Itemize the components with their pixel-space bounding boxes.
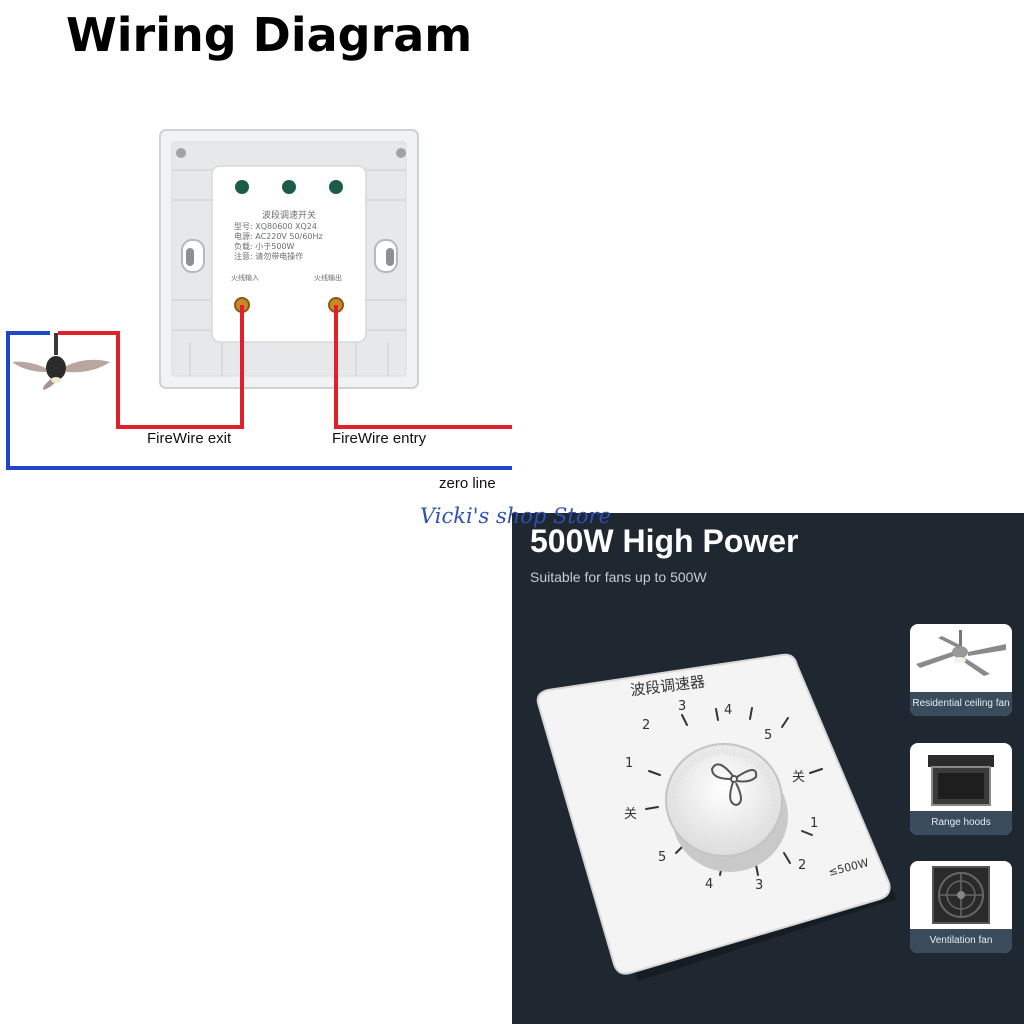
speed-knob [665,743,783,857]
dial-off-label: 关 [792,770,806,785]
svg-text:型号: XQ80600 XQ24: 型号: XQ80600 XQ24 [234,222,317,231]
product-panel: 500W High Power Suitable for fans up to … [512,513,1024,1024]
terminal-screw [282,180,296,194]
store-watermark: Vicki's shop Store [420,504,611,528]
ceiling-fan-icon [12,333,110,390]
card-caption: Residential ceiling fan [910,692,1012,716]
dial-off-label: 关 [624,807,638,822]
svg-text:电源: AC220V 50/60Hz: 电源: AC220V 50/60Hz [234,231,323,241]
fire-exit-label: FireWire exit [147,430,232,447]
dial-number: 4 [724,703,733,718]
dial-number: 1 [625,756,634,771]
svg-text:注意: 请勿带电操作: 注意: 请勿带电操作 [234,251,303,261]
fire-wire-entry [334,305,512,429]
terminal-screw [329,180,343,194]
card-caption: Ventilation fan [910,929,1012,953]
speed-regulator-drawing [536,653,896,981]
dial-number: 4 [705,877,714,892]
dial-number: 1 [810,816,819,831]
fire-wire-exit [58,305,244,429]
card-range-hood: Range hoods [910,743,1012,835]
screw-hole-icon [176,148,186,158]
card-caption: Range hoods [910,811,1012,835]
svg-text:波段调速开关: 波段调速开关 [262,209,316,221]
svg-text:火线输出: 火线输出 [314,273,342,282]
svg-text:火线输入: 火线输入 [231,273,259,282]
card-ventilation-fan: Ventilation fan [910,861,1012,953]
wiring-diagram: 波段调速开关 型号: XQ80600 XQ24 电源: AC220V 50/60… [6,129,512,470]
zero-line-wire [6,331,512,470]
dial-number: 2 [798,858,807,873]
screw-hole-icon [396,148,406,158]
ceiling-fan-icon [916,630,1006,676]
switch-module [211,165,367,343]
dial-number: 2 [642,718,651,733]
range-hood-icon [928,755,994,806]
dial-number: 3 [678,699,687,714]
page-title: Wiring Diagram [66,8,473,62]
dial-number: 5 [764,728,773,743]
ventilation-fan-icon [932,866,990,924]
product-subtitle: Suitable for fans up to 500W [530,569,707,585]
dial-number: 3 [755,878,764,893]
fan-symbol-icon [710,763,758,807]
dial-number: 5 [658,850,667,865]
zero-line-label: zero line [439,475,496,492]
terminal-screw [235,180,249,194]
product-title: 500W High Power [530,523,799,559]
svg-text:负载: 小于500W: 负载: 小于500W [234,241,295,251]
card-ceiling-fan: Residential ceiling fan [910,624,1012,716]
fire-entry-label: FireWire entry [332,430,427,447]
